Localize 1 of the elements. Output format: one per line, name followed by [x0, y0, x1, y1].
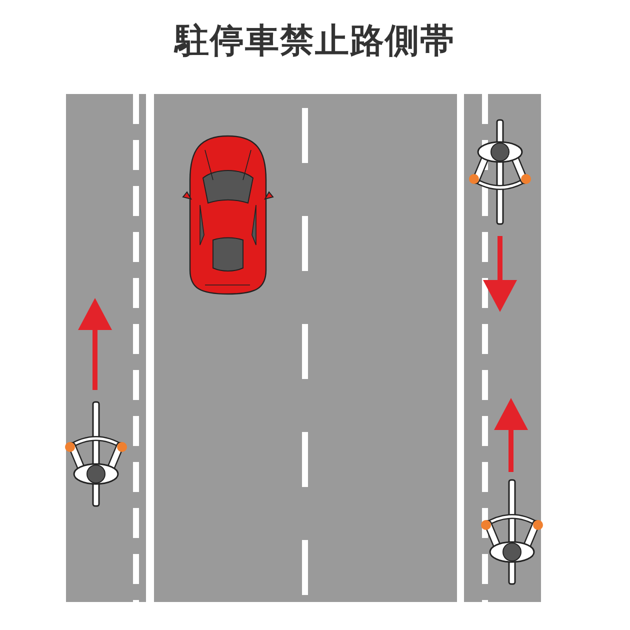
title: 駐停車禁止路側帯 — [175, 20, 455, 63]
